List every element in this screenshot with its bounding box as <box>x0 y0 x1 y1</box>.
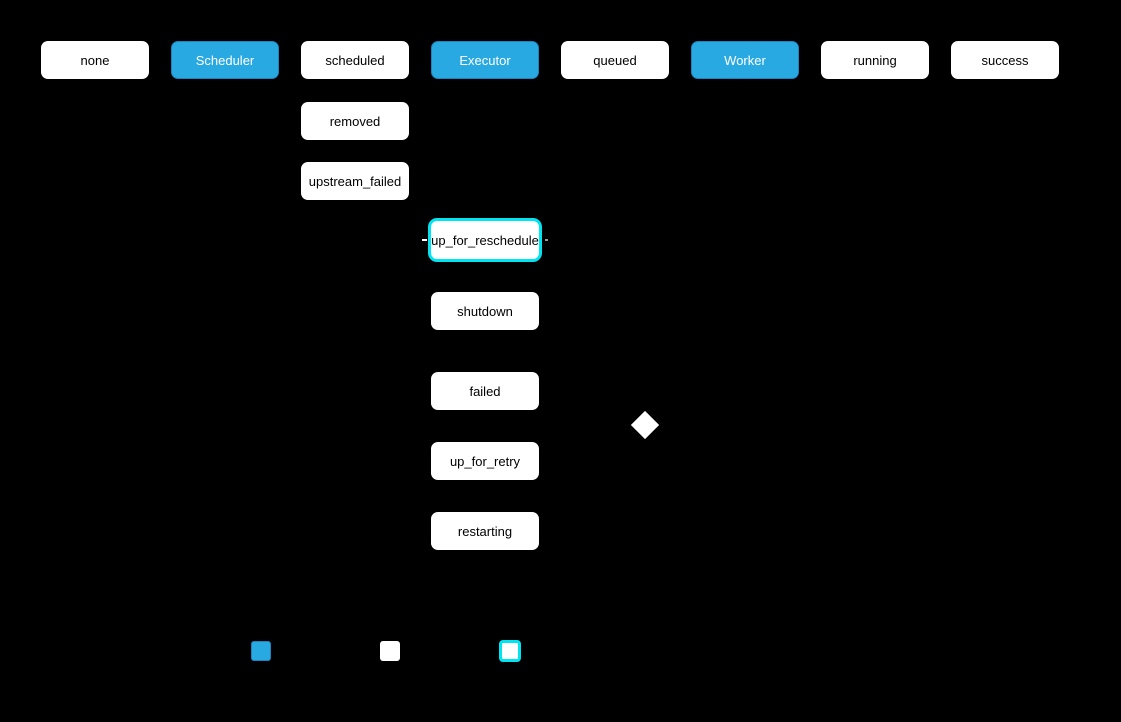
component-node-worker: Worker <box>691 41 799 79</box>
state-node-removed: removed <box>301 102 409 140</box>
state-node-up-for-reschedule-highlighted: up_for_reschedule <box>428 218 542 262</box>
state-node-failed: failed <box>431 372 539 410</box>
edge-stub-left <box>422 239 427 241</box>
state-node-restarting: restarting <box>431 512 539 550</box>
state-node-success: success <box>951 41 1059 79</box>
legend-state-swatch <box>380 641 400 661</box>
edge-stub-right <box>545 239 548 241</box>
state-node-running: running <box>821 41 929 79</box>
decision-diamond <box>630 410 660 440</box>
component-node-executor: Executor <box>431 41 539 79</box>
component-node-scheduler: Scheduler <box>171 41 279 79</box>
legend-component-swatch <box>251 641 271 661</box>
state-node-shutdown: shutdown <box>431 292 539 330</box>
state-node-up-for-retry: up_for_retry <box>431 442 539 480</box>
legend-highlighted-state-swatch <box>499 640 521 662</box>
state-node-upstream-failed: upstream_failed <box>301 162 409 200</box>
state-node-none: none <box>41 41 149 79</box>
state-node-queued: queued <box>561 41 669 79</box>
state-node-scheduled: scheduled <box>301 41 409 79</box>
